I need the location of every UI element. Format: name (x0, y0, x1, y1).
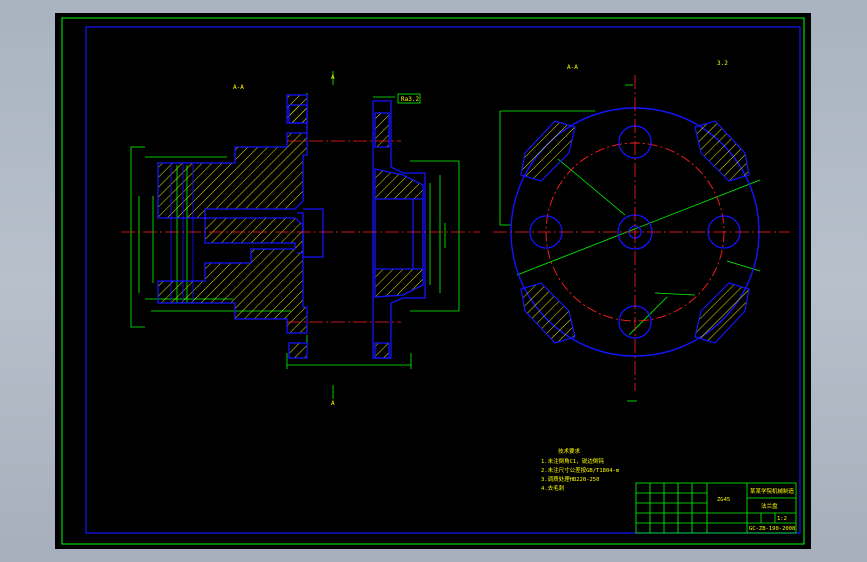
title-block (635, 482, 797, 534)
technical-notes: 技术要求 1.未注倒角C1，锐边倒钝 2.未注尺寸公差按GB/T1804-m 3… (541, 447, 620, 492)
engineering-drawing: A-A A-A 3.2 A A Ra3.2 技术要求 1.未注倒角C1，锐边倒钝… (61, 17, 805, 545)
title-school: 某某学院机械制造 (750, 487, 795, 495)
note-line: 3.调质处理HB220-250 (541, 475, 599, 483)
right-view-label: A-A (567, 64, 578, 71)
end-view (493, 75, 790, 402)
inner-frame (85, 26, 801, 534)
cut-mark-top: A (331, 74, 335, 81)
surface-note: 3.2 (717, 60, 728, 67)
cad-viewport[interactable]: A-A A-A 3.2 A A Ra3.2 技术要求 1.未注倒角C1，锐边倒钝… (55, 13, 811, 549)
section-view (121, 71, 480, 399)
roughness-frame (397, 93, 421, 104)
title-drawing-no: GC-ZB-190-2008 (749, 526, 795, 532)
note-line: 2.未注尺寸公差按GB/T1804-m (541, 466, 620, 474)
title-material: ZG45 (717, 497, 730, 503)
outer-frame (61, 17, 805, 545)
note-line: 1.未注倒角C1，锐边倒钝 (541, 457, 604, 465)
title-scale: 1:2 (777, 516, 787, 522)
roughness-box: Ra3.2 (401, 96, 419, 103)
title-part-name: 法兰盘 (761, 502, 778, 510)
cut-mark-bottom: A (331, 400, 335, 407)
notes-title: 技术要求 (558, 447, 581, 455)
section-label: A-A (233, 84, 244, 91)
note-line: 4.去毛刺 (541, 484, 565, 492)
